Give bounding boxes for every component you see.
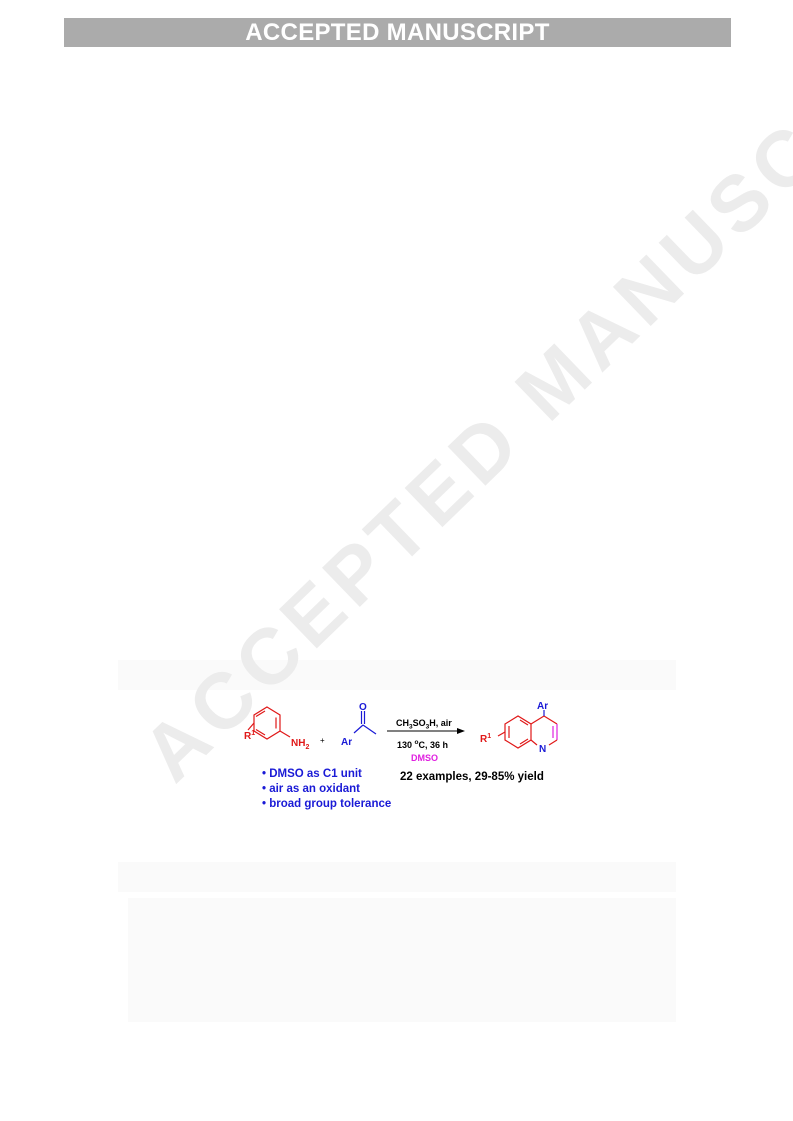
accepted-manuscript-banner: ACCEPTED MANUSCRIPT [64,18,731,47]
aniline-nh2-label: NH2 [291,738,309,751]
plus-sign: + [320,736,325,745]
reaction-scheme: R1 NH2 + Ar O CH3SO3H, air 130 oC, 36 h … [244,701,558,763]
ketone-o-label: O [359,702,367,713]
quinoline-r1-label: R1 [480,733,491,745]
quinoline-ar-label: Ar [537,701,548,712]
quinoline-n-label: N [539,744,546,755]
ketone-structure [353,711,377,735]
condition-temperature: 130 oC, 36 h [397,739,448,750]
shaded-region-bottom [128,898,676,1022]
yield-summary: 22 examples, 29-85% yield [400,771,544,783]
aniline-structure [247,706,291,740]
highlight-item: • air as an oxidant [262,783,360,795]
shaded-region-middle [118,862,676,892]
highlight-item: • broad group tolerance [262,798,392,810]
condition-solvent: DMSO [411,753,438,763]
aniline-r1-label: R1 [244,730,255,742]
reaction-arrow [387,728,465,734]
shaded-region-top [118,660,676,690]
ketone-ar-label: Ar [341,737,352,748]
quinoline-structure [497,710,558,749]
highlight-item: • DMSO as C1 unit [262,768,362,780]
condition-reagents: CH3SO3H, air [396,718,452,731]
